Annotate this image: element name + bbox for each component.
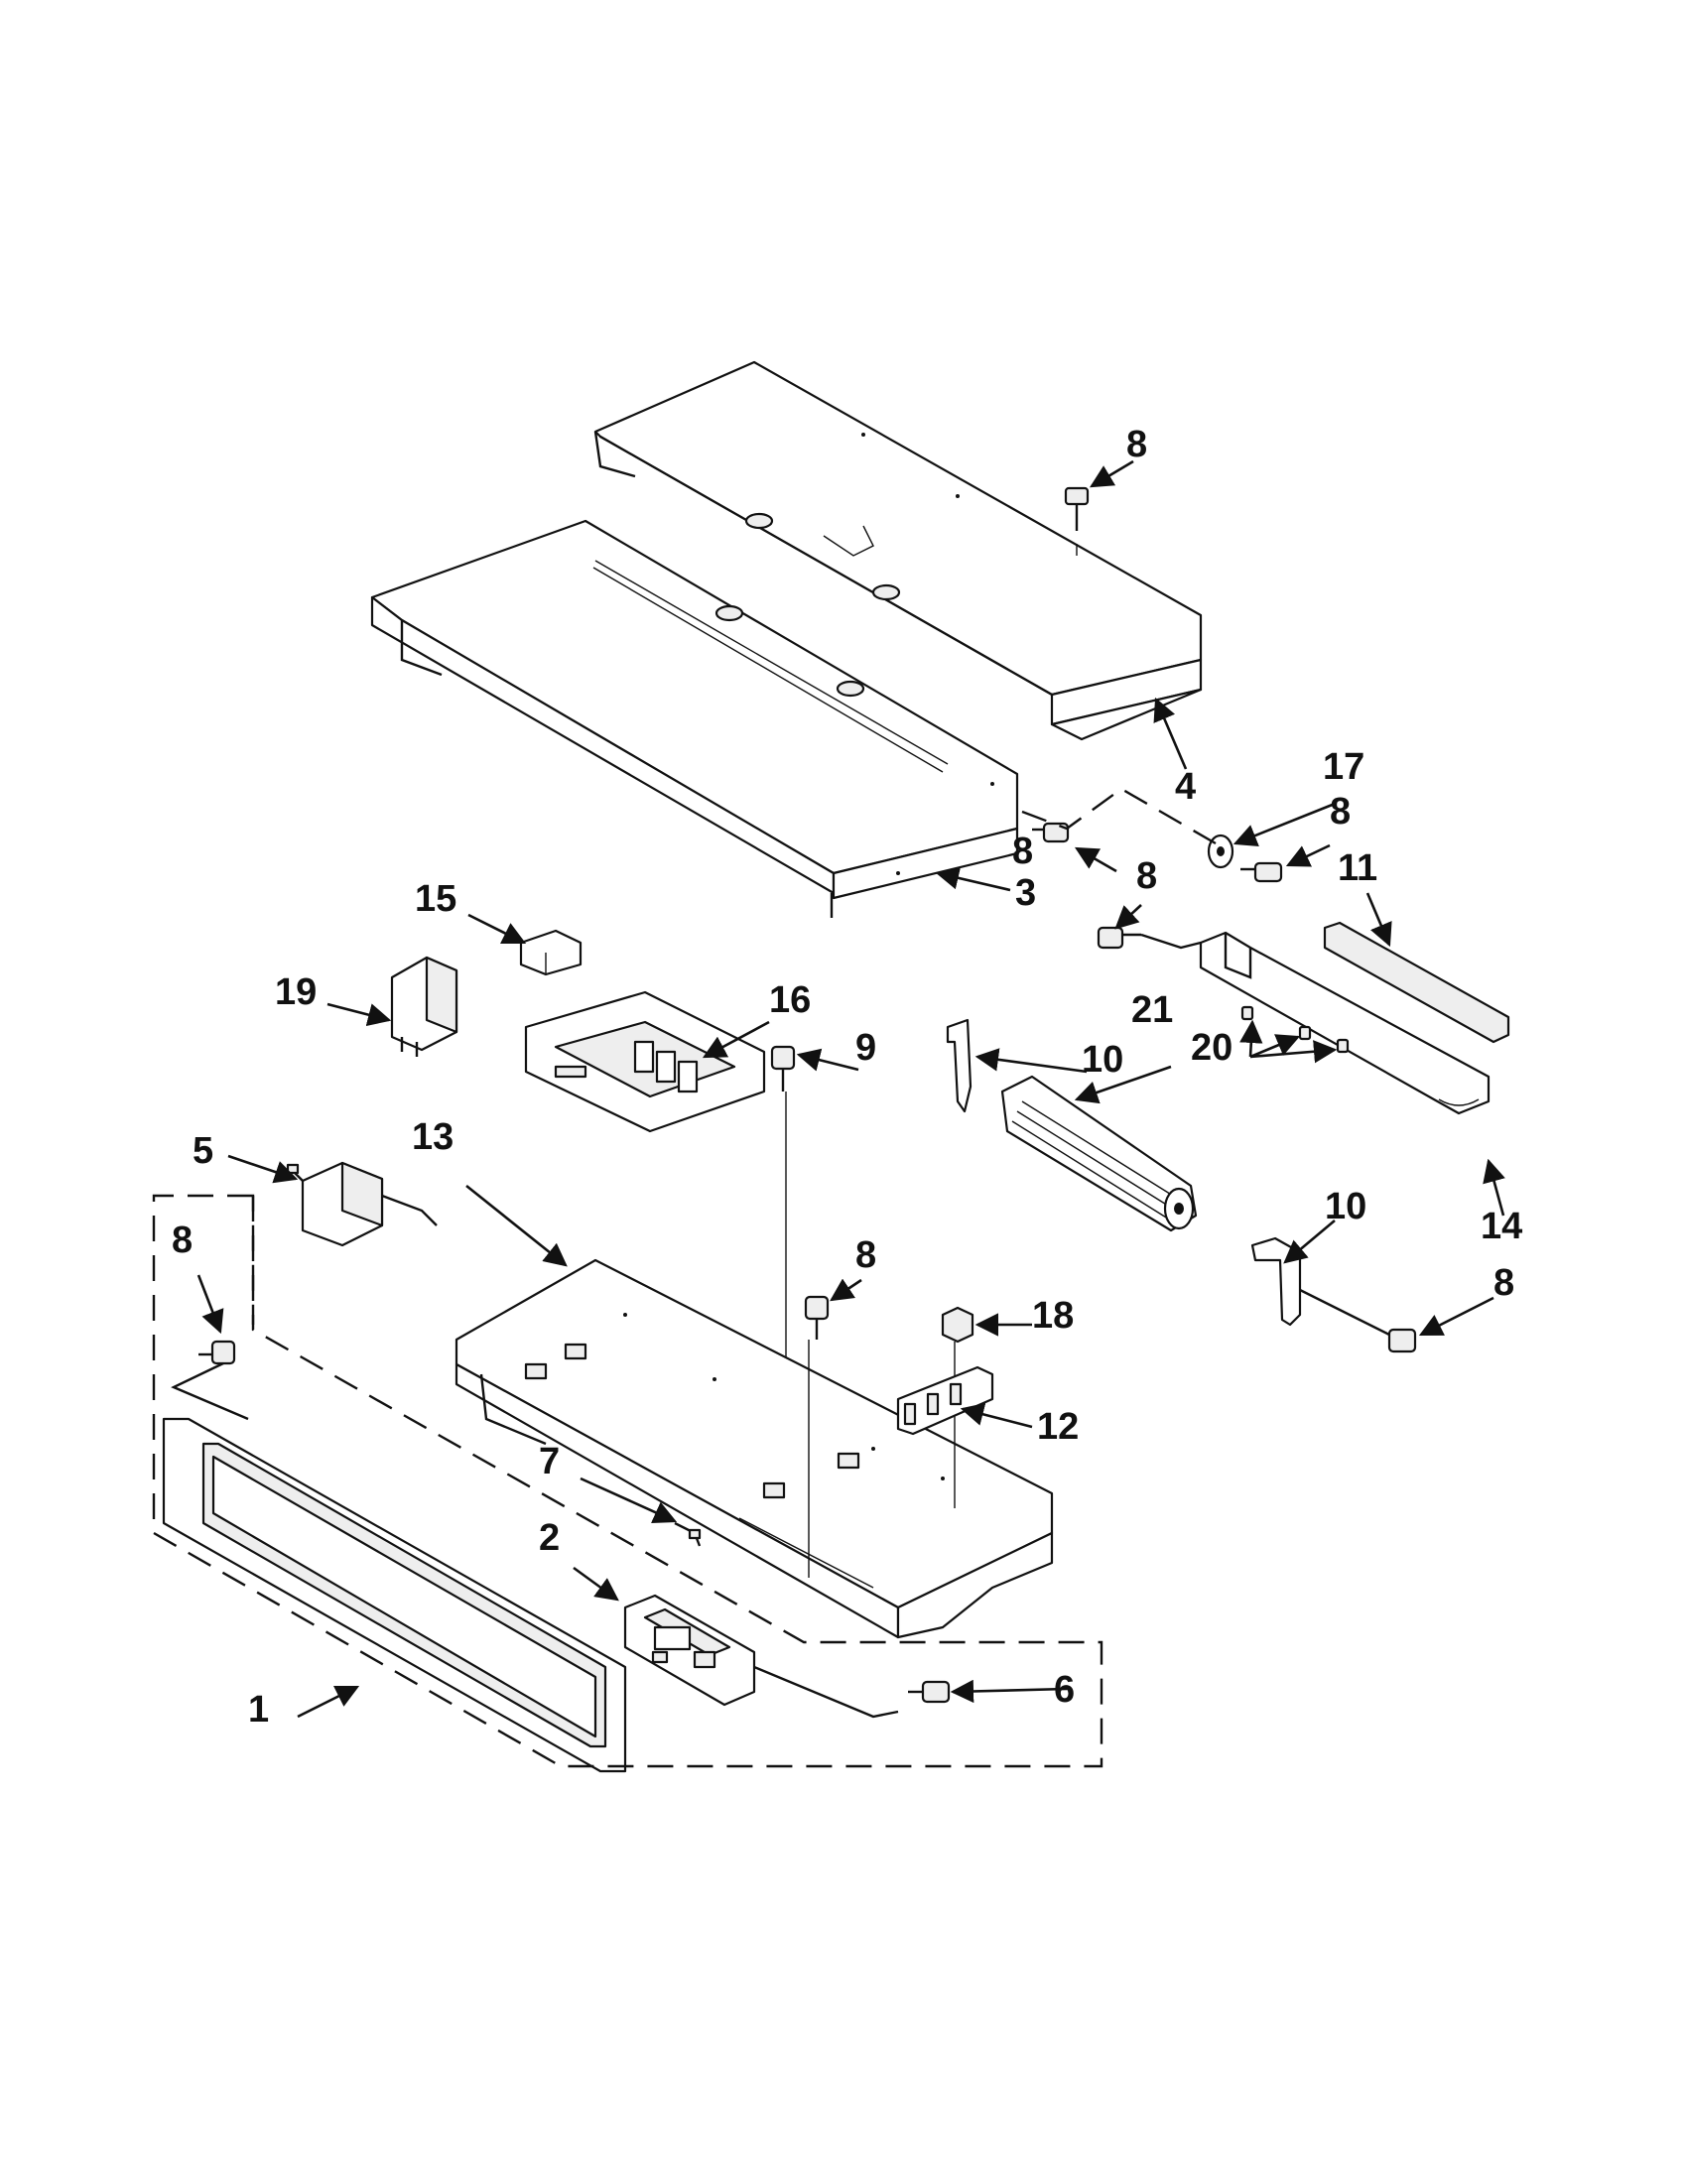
- callout-15: 15: [415, 878, 456, 920]
- assembly-line-2: [753, 1665, 899, 1719]
- screw-8-top: [1064, 486, 1090, 531]
- assembly-line-14: [1140, 933, 1202, 950]
- callout-4: 4: [1175, 766, 1196, 808]
- assembly-line-17: [1021, 787, 1217, 845]
- part-10-bracket-left: [946, 1018, 973, 1113]
- callout-18: 18: [1032, 1295, 1074, 1337]
- callout-19: 19: [275, 971, 317, 1013]
- callout-8-panel: 8: [855, 1234, 876, 1276]
- screw-8-side: [1032, 822, 1070, 843]
- screw-8-panel: [804, 1295, 830, 1578]
- screw-8-right: [1299, 1288, 1417, 1353]
- callout-7: 7: [539, 1441, 560, 1482]
- part-15-clip: [519, 929, 583, 976]
- callout-14: 14: [1481, 1206, 1522, 1247]
- callout-1: 1: [248, 1689, 269, 1731]
- part-5-transformer: [286, 1161, 438, 1247]
- part-17-washer: [1207, 834, 1234, 869]
- callout-5: 5: [193, 1130, 213, 1172]
- callout-9: 9: [855, 1027, 876, 1069]
- callout-21: 21: [1131, 989, 1173, 1031]
- part-19-relay: [390, 956, 458, 1057]
- leader-lines: [196, 459, 1505, 1719]
- callout-8-mid: 8: [1136, 855, 1157, 897]
- screw-8-bracket: [1097, 926, 1141, 950]
- callout-16: 16: [769, 979, 811, 1021]
- part-3-lower-cover: [370, 519, 1019, 918]
- part-12-terminal-block: [896, 1365, 994, 1436]
- part-7-clip: [674, 1521, 702, 1547]
- screw-8-washer: [1240, 861, 1283, 883]
- callout-13: 13: [412, 1116, 454, 1158]
- part-18-nut: [941, 1306, 974, 1508]
- callout-6: 6: [1054, 1669, 1075, 1711]
- assembly-dashed-outline: [152, 1194, 1103, 1768]
- assembly-line-1: [171, 1361, 249, 1421]
- part-14-bracket: [1199, 931, 1491, 1115]
- callout-10-left: 10: [1082, 1039, 1123, 1081]
- callout-8-right: 8: [1493, 1262, 1514, 1304]
- callout-8-left: 8: [172, 1220, 193, 1261]
- callout-11: 11: [1338, 847, 1377, 889]
- part-6-screw: [908, 1680, 951, 1704]
- callout-20: 20: [1191, 1027, 1233, 1069]
- callout-8-top: 8: [1126, 424, 1147, 465]
- callout-8-side: 8: [1012, 831, 1033, 872]
- callout-8-washer: 8: [1330, 791, 1351, 833]
- part-21-blower: [1000, 1075, 1198, 1232]
- part-2-control-board: [623, 1594, 756, 1707]
- part-4-top-cover: [593, 360, 1203, 741]
- part-20-pins: [1240, 1005, 1350, 1054]
- part-13-base-panel: [454, 1258, 1054, 1639]
- callout-12: 12: [1037, 1406, 1079, 1448]
- part-16-board-tray: [524, 990, 766, 1133]
- part-1-front-panel: [162, 1417, 627, 1773]
- callout-2: 2: [539, 1517, 560, 1559]
- callout-17: 17: [1323, 746, 1364, 788]
- callout-labels: 1 2 3 4 5 6 7 8 8 8 8 8 8 8 9 10 10 11 1…: [172, 424, 1522, 1731]
- callout-10-right: 10: [1325, 1186, 1366, 1227]
- callout-3: 3: [1015, 872, 1036, 914]
- part-11-strip: [1323, 921, 1510, 1044]
- part-10-bracket-right: [1250, 1236, 1302, 1327]
- screw-8-left: [198, 1340, 236, 1365]
